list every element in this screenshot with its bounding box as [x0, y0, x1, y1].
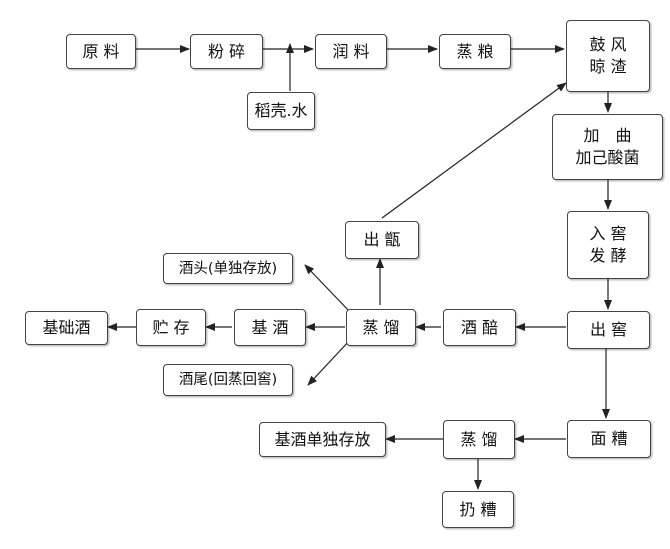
output-discard-grains: 扔 糟 — [442, 491, 514, 528]
step-surface-grains: 面 糟 — [567, 420, 651, 458]
step-distillation-2: 蒸 馏 — [443, 420, 515, 459]
step-steaming-grain: 蒸 粮 — [439, 34, 511, 69]
step-out-of-steamer: 出 甑 — [345, 221, 419, 259]
step-blowing-cooling: 鼓 风 晾 渣 — [566, 20, 650, 92]
step-moistening: 润 料 — [315, 34, 387, 69]
step-cellar-fermentation: 入 窖 发 酵 — [567, 211, 649, 279]
step-raw-materials: 原 料 — [66, 34, 136, 69]
output-store-separately: 基酒单独存放 — [259, 422, 386, 457]
arrow-out-steamer-to-cool — [381, 82, 567, 219]
step-add-koji-bacteria: 加 曲 加己酸菌 — [552, 114, 663, 180]
arrow-distill-to-tail-liquor — [307, 339, 351, 386]
step-storage: 贮 存 — [136, 309, 206, 346]
output-head-liquor: 酒头(单独存放) — [163, 253, 293, 284]
step-fermented-grains: 酒 醅 — [443, 309, 516, 346]
arrow-distill-to-head-liquor — [304, 264, 351, 313]
output-base-blend-liquor: 基础酒 — [25, 311, 108, 345]
step-distillation: 蒸 馏 — [346, 309, 416, 346]
output-tail-liquor: 酒尾(回蒸回窖) — [163, 364, 293, 396]
input-rice-husk-water: 稻壳.水 — [247, 92, 315, 130]
step-crushing: 粉 碎 — [190, 34, 263, 69]
step-base-liquor: 基 酒 — [234, 309, 306, 346]
step-out-of-cellar: 出 窖 — [567, 311, 650, 349]
